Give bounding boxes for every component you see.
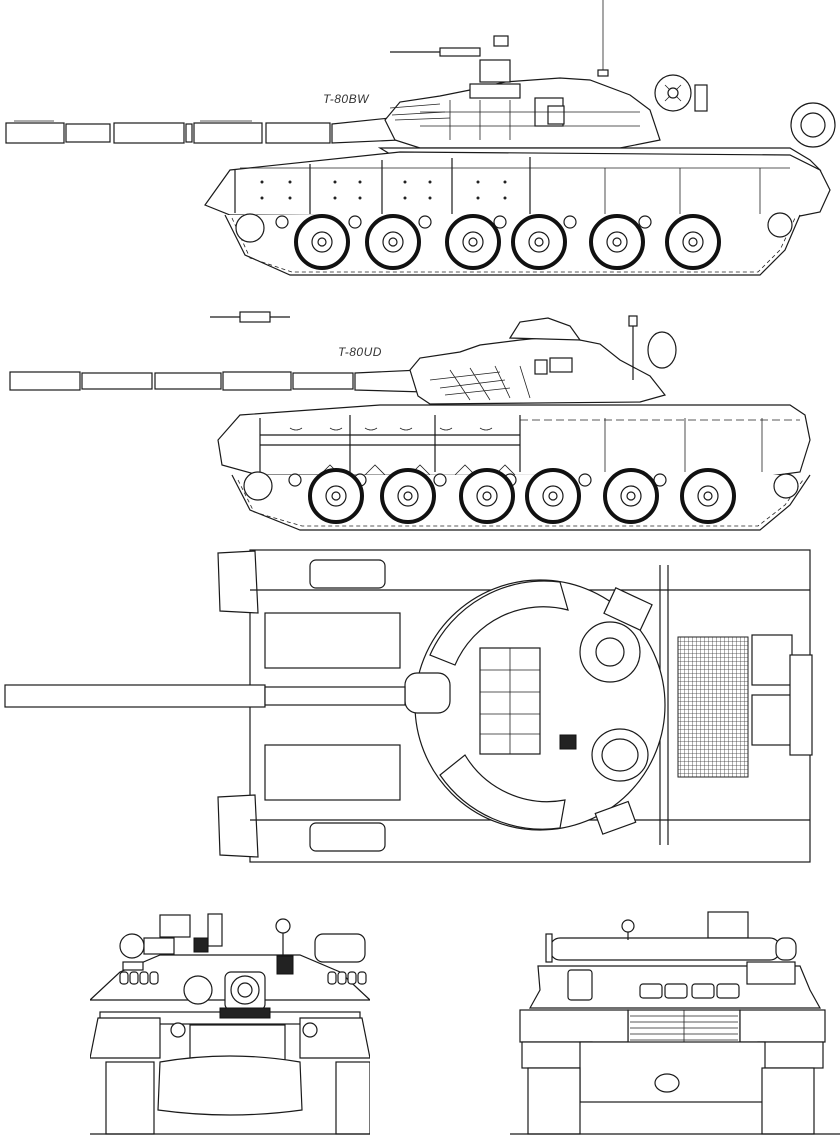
drive-sprocket bbox=[767, 212, 793, 238]
hull-side-skirts bbox=[204, 151, 831, 219]
hull-side-skirts bbox=[217, 404, 811, 477]
engine-grille bbox=[677, 636, 749, 778]
drive-sprocket bbox=[773, 473, 799, 499]
t80ud-drawing bbox=[9, 311, 811, 531]
sight-aperture bbox=[183, 975, 213, 1005]
side-view-t80bw: T-80BW bbox=[0, 0, 840, 290]
top-plan-drawing bbox=[4, 549, 813, 863]
rear-view bbox=[510, 900, 840, 1143]
side-view-t80ud: T-80UD bbox=[0, 300, 840, 545]
idler-wheel bbox=[243, 471, 273, 501]
road-wheels bbox=[308, 468, 736, 524]
t80bw-drawing bbox=[5, 0, 836, 276]
label-t80ud: T-80UD bbox=[338, 345, 382, 359]
main-gun-barrel bbox=[4, 684, 266, 708]
rear-elevation-drawing bbox=[510, 911, 840, 1135]
top-view bbox=[0, 545, 840, 870]
road-wheels bbox=[294, 214, 721, 270]
main-gun-barrel bbox=[5, 117, 401, 144]
main-gun-barrel bbox=[9, 369, 426, 393]
gun-mantlet bbox=[404, 672, 451, 714]
front-elevation-drawing bbox=[90, 913, 370, 1135]
turret bbox=[384, 35, 836, 149]
label-t80bw: T-80BW bbox=[323, 92, 369, 106]
turret bbox=[409, 315, 677, 405]
front-view bbox=[90, 900, 370, 1143]
snorkel-tube bbox=[549, 937, 781, 961]
rear-hatch bbox=[654, 1073, 680, 1093]
track bbox=[231, 474, 811, 531]
idler-wheel bbox=[235, 213, 265, 243]
